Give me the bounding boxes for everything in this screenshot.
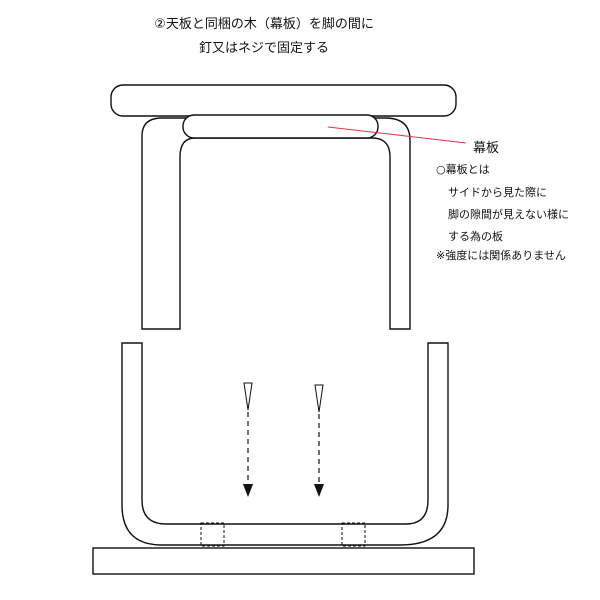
base-board	[92, 547, 475, 575]
note-line: ○幕板とは	[436, 163, 490, 176]
instruction-line-1: ②天板と同梱の木（幕板）を脚の間に	[154, 17, 374, 32]
fastener-block-right	[341, 522, 366, 547]
note-line: 脚の隙間が見えない様に	[448, 208, 569, 221]
callout-leader-line	[327, 126, 467, 144]
nail-arrow-left	[243, 382, 253, 497]
fastener-block-left	[200, 522, 225, 547]
nail-arrow-right	[314, 384, 324, 497]
upper-leg-frame	[141, 117, 411, 330]
apron-board-label: 幕板	[473, 141, 500, 156]
tabletop	[110, 84, 457, 117]
note-line: ※強度には関係ありません	[436, 249, 566, 262]
instruction-line-2: 釘又はネジで固定する	[198, 41, 329, 56]
note-line: サイドから見た際に	[448, 186, 547, 199]
apron-board	[182, 114, 379, 139]
note-line: する為の板	[448, 230, 503, 243]
lower-leg-frame	[121, 342, 449, 546]
